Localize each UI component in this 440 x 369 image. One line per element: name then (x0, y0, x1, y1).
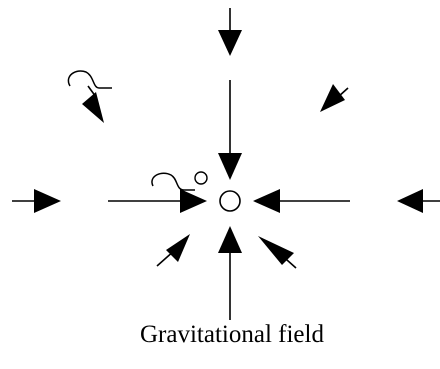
left-near-arrow (108, 189, 207, 213)
top-far-arrow (218, 8, 242, 56)
center-trajectory-squiggle (151, 172, 195, 191)
right-near-arrow (253, 189, 350, 213)
lower-right-diagonal-arrow (258, 236, 297, 269)
upper-right-diagonal-arrow (320, 84, 349, 112)
top-near-arrow (218, 80, 242, 180)
right-far-arrow (397, 189, 440, 213)
central-mass (219, 190, 241, 212)
small-body (194, 171, 208, 185)
left-far-arrow (12, 189, 61, 213)
lower-left-diagonal-arrow (156, 234, 190, 267)
diagram-caption: Gravitational field (140, 321, 324, 348)
bottom-near-arrow (218, 226, 242, 320)
upper-left-diagonal-arrow (82, 85, 104, 123)
upper-left-trajectory-squiggle (67, 70, 112, 89)
